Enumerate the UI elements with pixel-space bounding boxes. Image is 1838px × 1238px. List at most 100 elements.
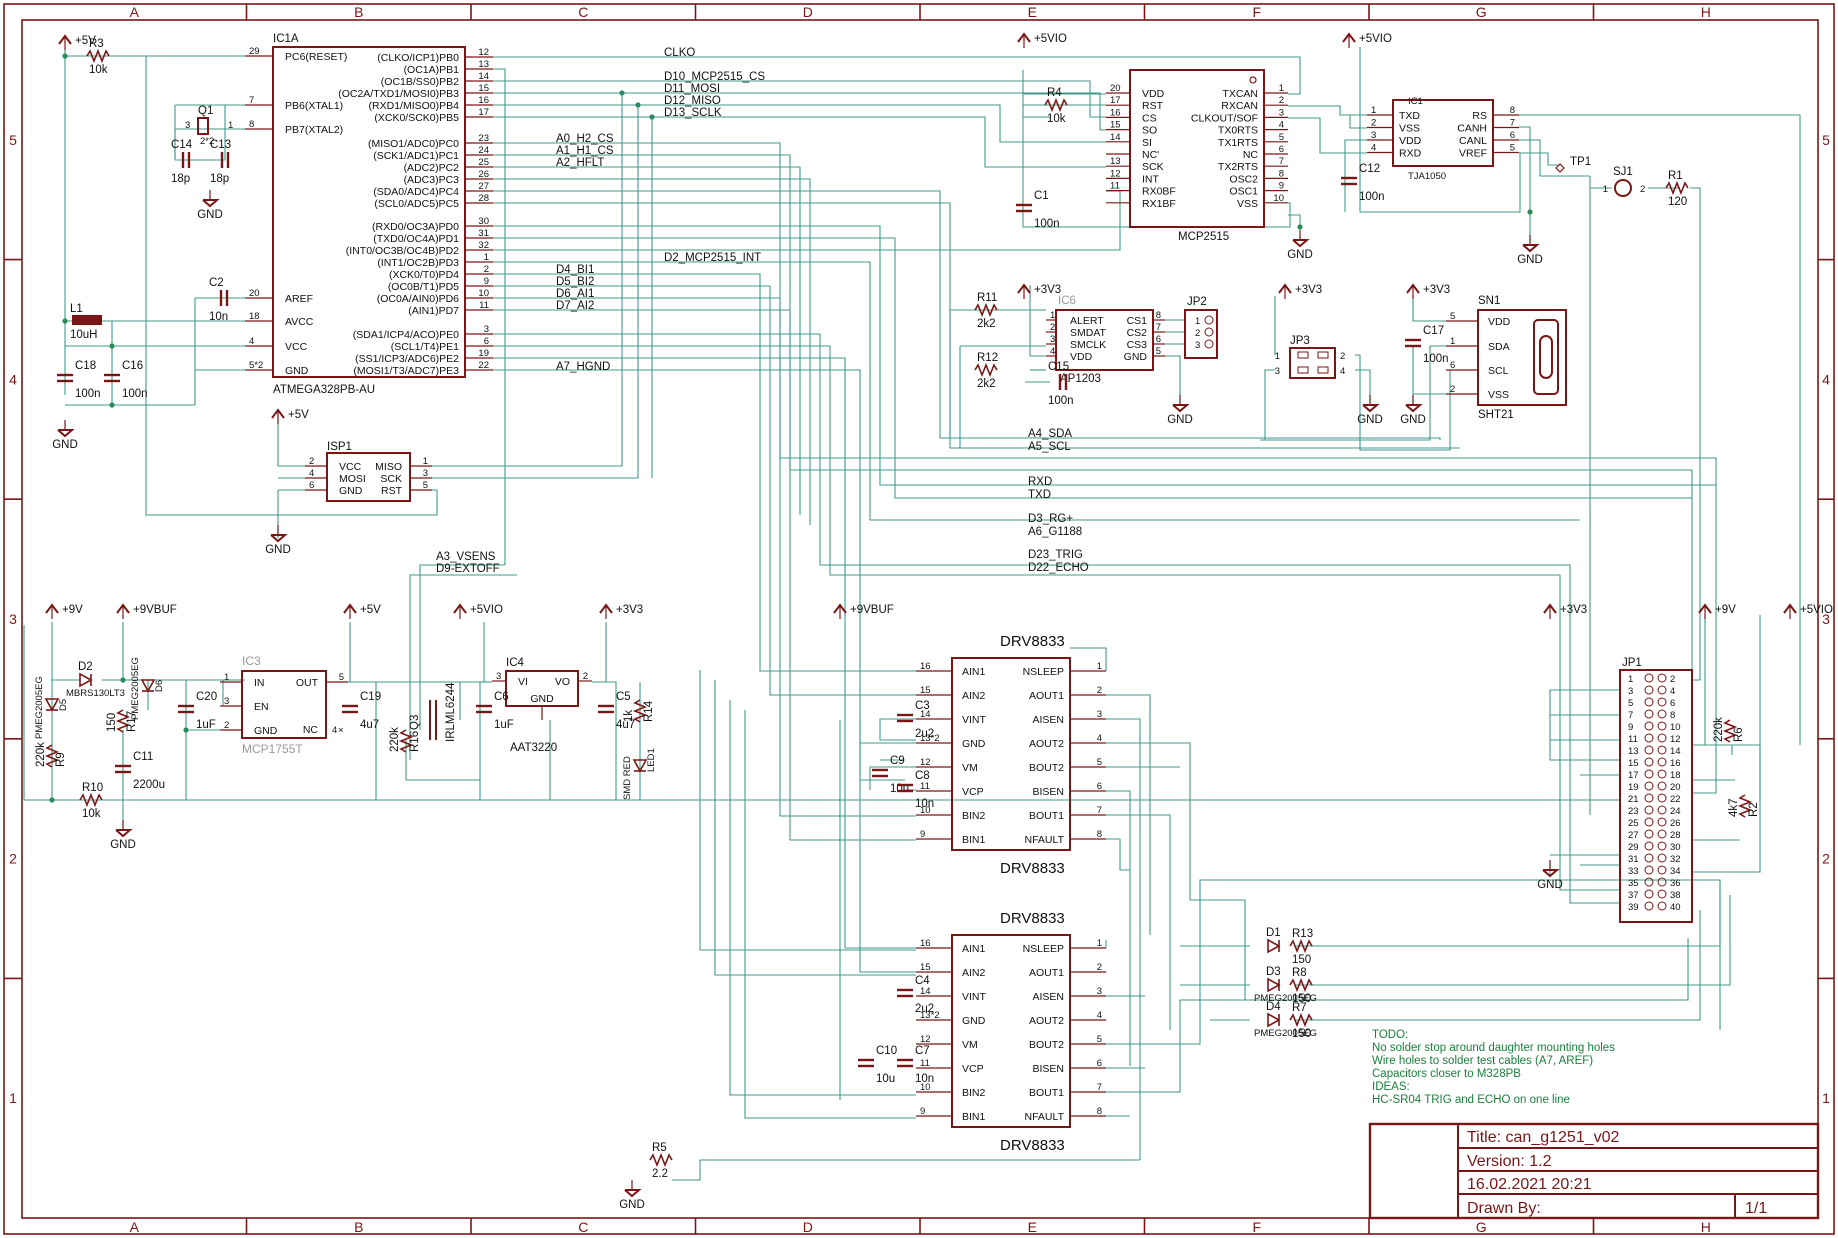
pin-name: INT — [1142, 173, 1160, 185]
ref-designator: C16 — [122, 360, 143, 372]
component-value: 120 — [1668, 196, 1687, 208]
net-label: A7_HGND — [556, 361, 610, 373]
net-label: D13_SCLK — [664, 107, 722, 119]
ref-designator: R3 — [89, 38, 104, 50]
row-marker: 4 — [1822, 371, 1830, 387]
pin-number: 1 — [224, 672, 229, 683]
pin-number: 1 — [1371, 105, 1376, 116]
pin-name: (SS1/ICP3/ADC6)PE2 — [355, 353, 459, 365]
pin-name: AISEN — [1032, 991, 1064, 1003]
power-label: +5VIO — [1034, 33, 1067, 45]
pin: 32(INT0/OC3B/OC4B)PD2 — [346, 240, 493, 257]
pin-number: 17 — [1110, 95, 1121, 106]
pin-number: 10 — [920, 1082, 931, 1093]
pin-number: 9 — [920, 829, 925, 840]
pin-number: 2 — [1450, 384, 1455, 395]
net-label: D4_BI1 — [556, 264, 594, 276]
component-value: 100n — [1359, 191, 1385, 203]
ap1203-value: AP1203 — [1060, 373, 1101, 385]
ref-designator: R1 — [1668, 170, 1683, 182]
pin-name: VCC — [339, 461, 362, 473]
pin: 28(SCL0/ADC5)PC5 — [374, 193, 493, 210]
net-label: D23_TRIG — [1028, 549, 1083, 561]
pin-number: 28 — [478, 193, 489, 204]
pin-number: 5 — [423, 480, 428, 491]
pin-number: 3 — [1371, 130, 1376, 141]
pin-number: 9 — [1628, 722, 1633, 733]
pin-number: 7 — [249, 95, 254, 106]
pin-number: 2 — [1097, 685, 1102, 696]
pin-number: 11 — [920, 1058, 930, 1069]
pin-number: 1 — [1097, 661, 1102, 672]
pin-number: 10 — [478, 288, 489, 299]
power-label: +3V3 — [1295, 284, 1322, 296]
pin-number: 3 — [1097, 986, 1102, 997]
power-label: +3V3 — [1560, 604, 1587, 616]
jp2-header[interactable]: JP2 123 — [1184, 296, 1218, 359]
power-5v-reg: +5V — [343, 603, 381, 619]
pin-number: 12 — [1670, 734, 1681, 745]
row-marker: 5 — [9, 132, 17, 148]
mcp1755-value: MCP1755T — [242, 742, 303, 756]
pin-number: 1 — [1603, 184, 1608, 195]
row-marker: 4 — [9, 371, 17, 387]
pin-number: 27 — [478, 181, 489, 192]
power-5vio-reg: +5VIO — [453, 603, 503, 619]
pin-number: 4 — [1340, 366, 1345, 377]
ref-designator: C1 — [1034, 190, 1049, 202]
column-marker: C — [578, 1219, 588, 1235]
row-marker: 5 — [1822, 132, 1830, 148]
ref-designator: R5 — [652, 1142, 667, 1154]
pin-number: 9 — [484, 276, 489, 287]
net-label: A4_SDA — [1028, 428, 1072, 440]
ref-designator: C3 — [915, 700, 930, 712]
pin: 2(XCK0/T0)PD4 — [389, 264, 493, 281]
pin-name: BIN1 — [962, 1111, 986, 1123]
pin-number: 36 — [1670, 878, 1681, 889]
pin: 12(CLKO/ICP1)PB0 — [377, 47, 493, 64]
pin-number: 14 — [920, 986, 931, 997]
net-label: D12_MISO — [664, 95, 721, 107]
pin-name: VCC — [285, 341, 308, 353]
pin-number: 4 — [332, 725, 337, 736]
ref-designator: C2 — [209, 277, 224, 289]
pin-name: SI — [1142, 137, 1152, 149]
pin-number: 3 — [496, 671, 501, 682]
net-label: D10_MCP2515_CS — [664, 71, 765, 83]
pin-number: 17 — [478, 107, 489, 118]
ref-designator: C5 — [616, 691, 631, 703]
pin: 17(XCK0/SCK0)PB5 — [374, 107, 493, 124]
pin-name: EN — [254, 701, 269, 713]
pin-number: 24 — [1670, 806, 1681, 817]
pin-number: 2 — [484, 264, 489, 275]
